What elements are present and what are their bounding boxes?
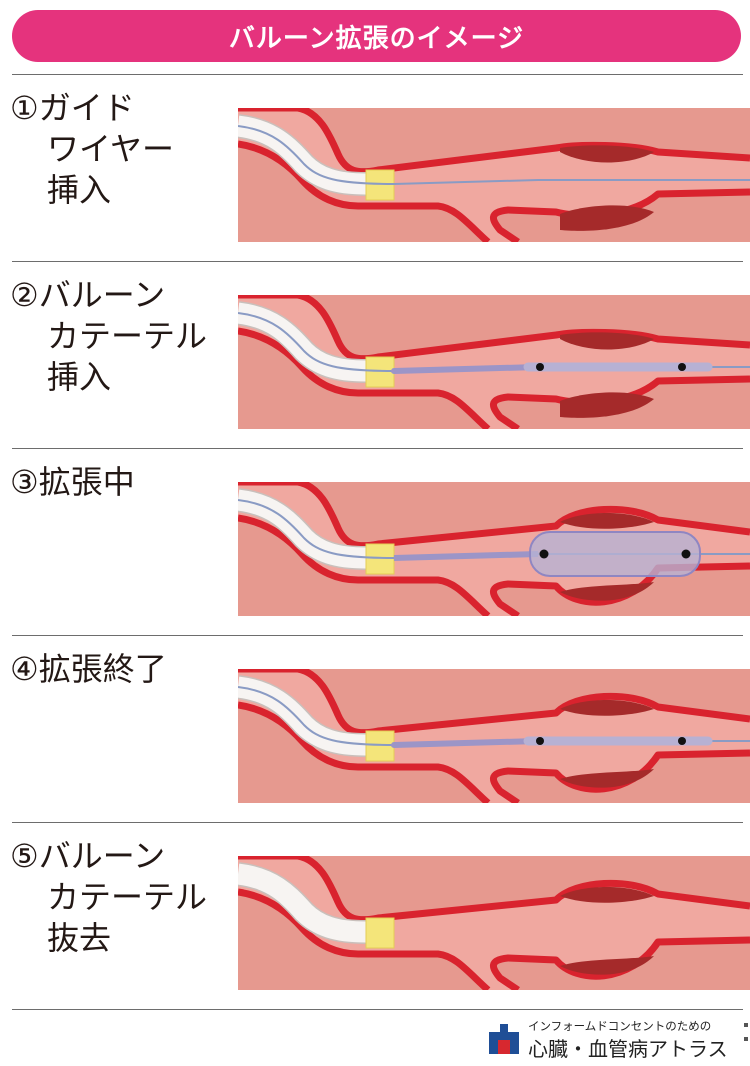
plaque-upper xyxy=(560,700,654,716)
step-label-line: ①ガイド xyxy=(10,88,240,129)
step-label-text: 拡張中 xyxy=(38,463,135,501)
step-number: ① xyxy=(10,89,39,127)
step-label-text: ガイド xyxy=(38,89,135,127)
vessel-wall-branch xyxy=(490,188,750,242)
balloon-catheter-shaft xyxy=(393,551,539,561)
step-1: ①ガイドワイヤー挿入 xyxy=(0,74,750,261)
step-label-text: 拡張終了 xyxy=(38,650,167,688)
plaque-lower xyxy=(560,956,654,975)
step-label: ②バルーンカテーテル挿入 xyxy=(10,275,240,398)
artery-illustration xyxy=(238,108,750,242)
divider xyxy=(12,74,743,75)
plaque-upper xyxy=(560,145,654,163)
step-label-line: ワイヤー xyxy=(47,130,175,168)
plaque-upper xyxy=(560,513,654,529)
step-label-text: バルーン xyxy=(38,276,166,314)
plaque-lower xyxy=(560,582,654,601)
balloon-marker xyxy=(536,363,544,371)
artery-illustration xyxy=(238,669,750,803)
vessel-wall-upper xyxy=(238,669,750,737)
divider xyxy=(12,261,743,262)
step-label: ③拡張中 xyxy=(10,462,240,503)
step-5: ⑤バルーンカテーテル抜去 xyxy=(0,822,750,1009)
building-logo-icon xyxy=(486,1020,522,1056)
balloon-marker xyxy=(536,737,544,745)
step-number: ③ xyxy=(10,463,39,501)
footer-logo: インフォームドコンセントのための 心臓・血管病アトラス xyxy=(486,1018,744,1061)
guide-wire xyxy=(238,686,750,747)
step-label-line: ③拡張中 xyxy=(10,462,240,503)
step-label-line: 抜去 xyxy=(47,919,112,957)
marker-band xyxy=(365,356,395,388)
step-3: ③拡張中 xyxy=(0,448,750,635)
balloon-marker xyxy=(539,549,549,559)
divider xyxy=(12,448,743,449)
marker-band xyxy=(365,169,395,201)
plaque-upper xyxy=(560,887,654,903)
guiding-catheter xyxy=(238,863,367,943)
plaque-lower xyxy=(560,769,654,788)
step-label-line: 挿入 xyxy=(47,171,112,209)
step-4: ④拡張終了 xyxy=(0,635,750,822)
balloon-marker xyxy=(678,737,686,745)
marker-band xyxy=(365,917,395,949)
page-title: バルーン拡張のイメージ xyxy=(228,23,525,54)
step-label-line: ⑤バルーン xyxy=(10,836,240,877)
step-2: ②バルーンカテーテル挿入 xyxy=(0,261,750,448)
vessel-wall-lower xyxy=(238,140,491,242)
plaque-lower xyxy=(560,392,654,418)
guide-wire xyxy=(238,312,750,373)
step-label-text: バルーン xyxy=(38,837,166,875)
step-label-line: ②バルーン xyxy=(10,275,240,316)
step-label: ④拡張終了 xyxy=(10,649,240,690)
guide-wire xyxy=(238,125,750,186)
step-label-line: カテーテル xyxy=(47,878,208,916)
step-number: ④ xyxy=(10,650,39,688)
title-banner: バルーン拡張のイメージ xyxy=(12,10,741,62)
divider xyxy=(12,1009,743,1010)
edge-mark xyxy=(744,1037,748,1041)
artery-illustration xyxy=(238,856,750,990)
vessel-wall-lower xyxy=(238,701,491,803)
balloon-marker xyxy=(678,363,686,371)
divider xyxy=(12,822,743,823)
marker-band xyxy=(365,730,395,762)
step-label-line: ④拡張終了 xyxy=(10,649,240,690)
step-label: ①ガイドワイヤー挿入 xyxy=(10,88,240,211)
balloon-inflated xyxy=(529,531,701,577)
step-number: ⑤ xyxy=(10,837,39,875)
vessel-wall-lower xyxy=(238,514,491,616)
vessel-wall-lower xyxy=(238,888,491,990)
artery-illustration xyxy=(238,295,750,429)
step-label-line: 挿入 xyxy=(47,358,112,396)
guide-wire xyxy=(238,499,750,560)
artery-illustration xyxy=(238,482,750,616)
marker-band xyxy=(365,543,395,575)
balloon-marker xyxy=(681,549,691,559)
vessel-wall-lower xyxy=(238,327,491,429)
edge-mark xyxy=(744,1023,748,1027)
step-number: ② xyxy=(10,276,39,314)
logo-subtitle: インフォームドコンセントのための xyxy=(528,1019,712,1033)
plaque-lower xyxy=(560,205,654,231)
logo-title: 心臓・血管病アトラス xyxy=(528,1037,728,1061)
vessel-wall-upper xyxy=(238,856,750,924)
plaque-upper xyxy=(560,332,654,350)
vessel-wall-branch xyxy=(490,375,750,429)
divider xyxy=(12,635,743,636)
step-label-line: カテーテル xyxy=(47,317,208,355)
step-label: ⑤バルーンカテーテル抜去 xyxy=(10,836,240,959)
vessel-wall-upper xyxy=(238,482,750,550)
